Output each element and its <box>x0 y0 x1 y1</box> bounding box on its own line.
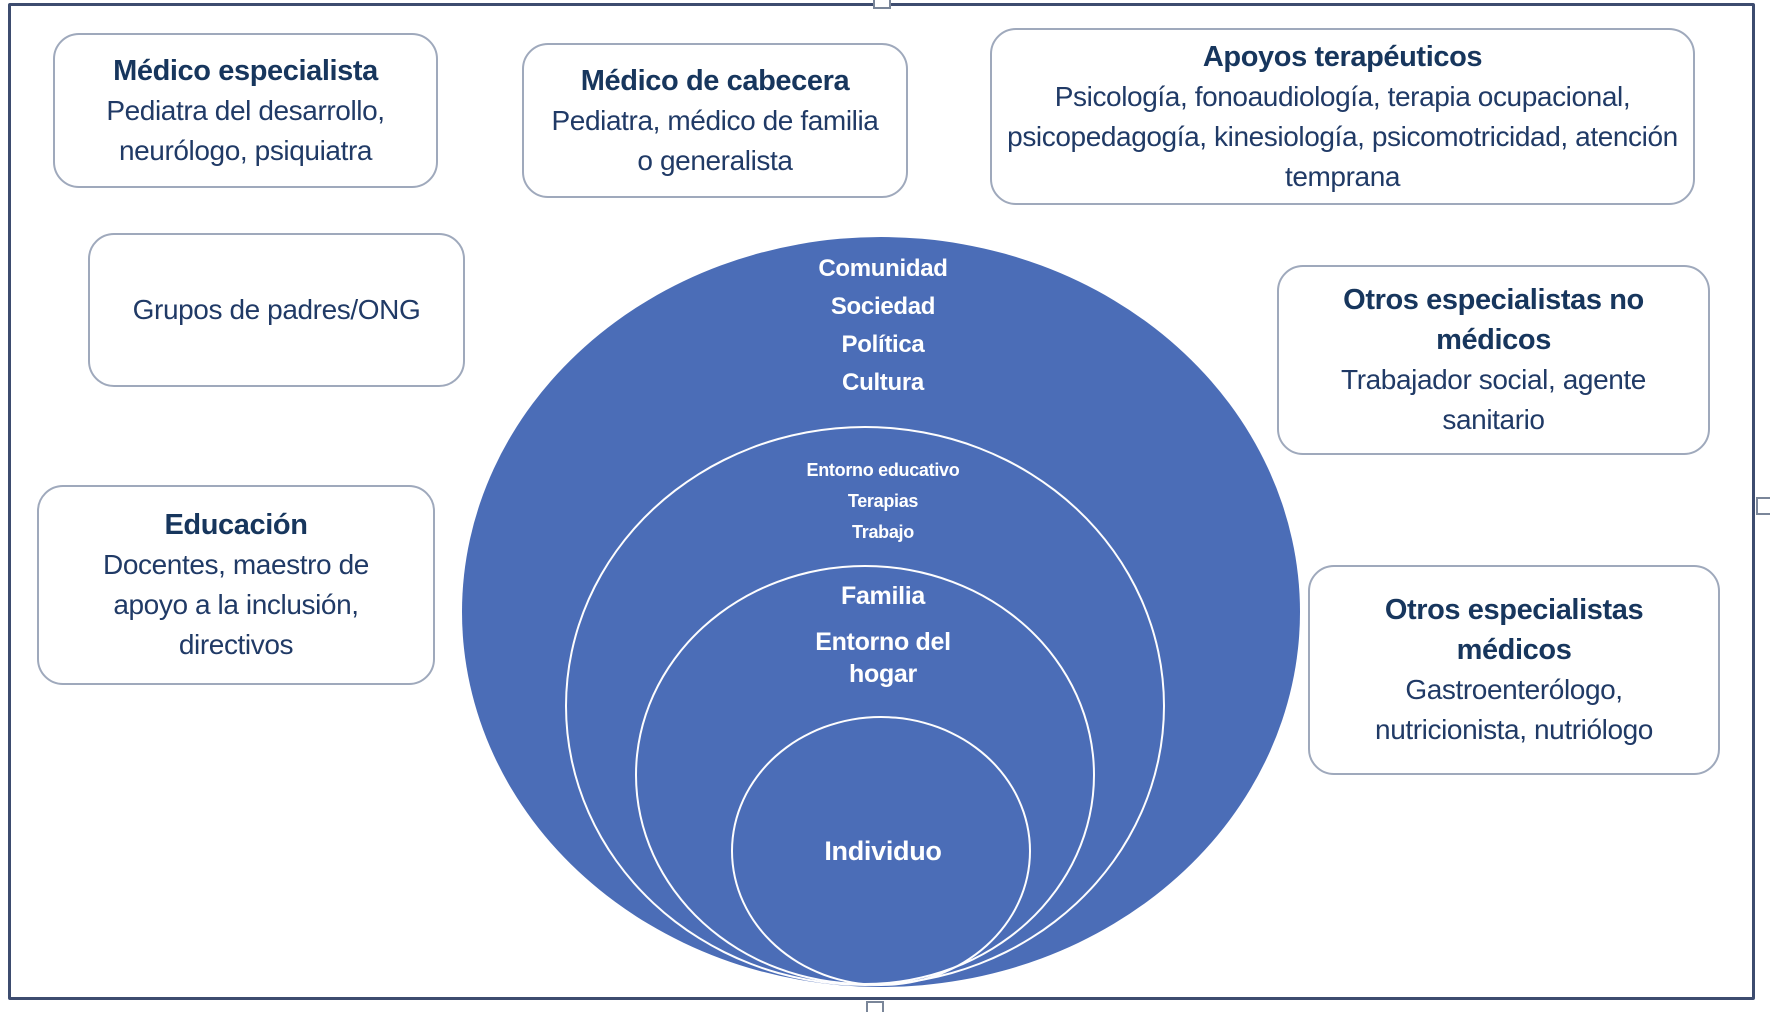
box-title: Otros especialistas médicos <box>1384 594 1644 666</box>
box-medico-especialista: Médico especialista Pediatra del desarro… <box>53 33 438 188</box>
box-title: Apoyos terapéuticos <box>1202 40 1483 73</box>
ring-label: Trabajo <box>852 522 914 542</box>
ring-label: Entorno del hogar <box>815 628 951 688</box>
selection-handle-bottom[interactable] <box>866 1001 884 1012</box>
box-body: Grupos de padres/ONG <box>132 294 421 325</box>
ring-labels-comunidad: Comunidad Sociedad Política Cultura <box>633 250 1133 402</box>
box-body: Pediatra del desarrollo, neurólogo, psiq… <box>106 94 385 166</box>
ring-label: Sociedad <box>830 293 936 320</box>
selection-handle-top[interactable] <box>873 0 891 9</box>
box-educacion: Educación Docentes, maestro de apoyo a l… <box>37 485 435 685</box>
ring-label: Política <box>841 331 925 358</box>
ring-label: Cultura <box>842 369 924 396</box>
box-apoyos-terapeuticos: Apoyos terapéuticos Psicología, fonoaudi… <box>990 28 1695 205</box>
ring-labels-entorno-educativo: Entorno educativo Terapias Trabajo <box>683 455 1083 548</box>
ring-label: Entorno educativo <box>806 460 960 480</box>
box-body: Docentes, maestro de apoyo a la inclusió… <box>103 549 369 660</box>
ring-label: Familia <box>840 582 926 610</box>
box-grupos-de-padres-ong: Grupos de padres/ONG <box>88 233 465 387</box>
box-body: Pediatra, médico de familia o generalist… <box>551 104 879 176</box>
box-otros-especialistas-no-medicos: Otros especialistas no médicos Trabajado… <box>1277 265 1710 455</box>
ring-labels-familia: Familia Entorno del hogar <box>733 580 1033 690</box>
box-title: Médico de cabecera <box>580 64 850 97</box>
box-title: Otros especialistas no médicos <box>1343 284 1644 356</box>
box-title: Educación <box>164 509 308 541</box>
box-title: Médico especialista <box>113 54 378 87</box>
circle-individuo <box>731 716 1031 986</box>
box-otros-especialistas-medicos: Otros especialistas médicos Gastroenteró… <box>1308 565 1720 775</box>
box-medico-de-cabecera: Médico de cabecera Pediatra, médico de f… <box>522 43 908 198</box>
selection-handle-right[interactable] <box>1756 497 1770 515</box>
box-body: Trabajador social, agente sanitario <box>1341 364 1646 435</box>
ring-labels-individuo: Individuo <box>733 834 1033 868</box>
box-body: Gastroenterólogo, nutricionista, nutriól… <box>1375 674 1653 745</box>
ring-label: Terapias <box>847 491 919 511</box>
ring-label: Individuo <box>824 836 942 866</box>
box-body: Psicología, fonoaudiología, terapia ocup… <box>1007 80 1678 192</box>
ring-label: Comunidad <box>818 255 948 282</box>
